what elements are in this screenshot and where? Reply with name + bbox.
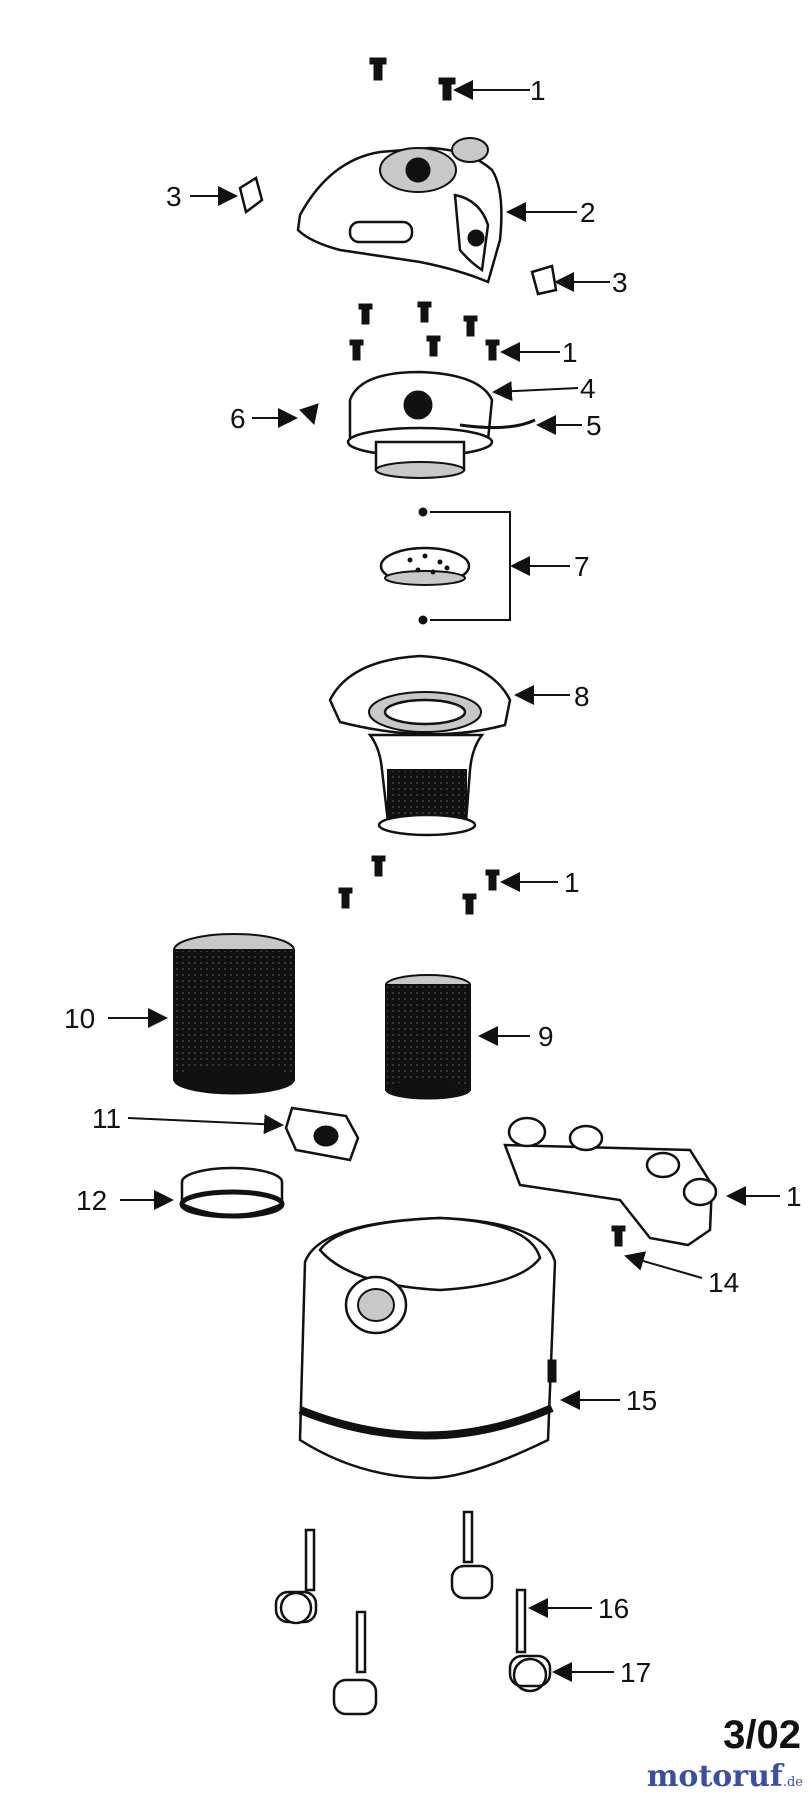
screw-part bbox=[369, 57, 456, 101]
callout-label: 2 bbox=[580, 197, 596, 228]
callout-label: 7 bbox=[574, 551, 590, 582]
callout-label: 5 bbox=[586, 410, 602, 441]
adapter-part bbox=[284, 1106, 360, 1162]
revision-label: 3/02 bbox=[723, 1713, 801, 1757]
watermark-logo: motoruf.de bbox=[647, 1759, 803, 1794]
callout-label: 14 bbox=[708, 1267, 739, 1298]
small-fitting-part bbox=[299, 403, 319, 426]
foam-sleeve-part bbox=[385, 974, 471, 1100]
screw-part bbox=[338, 855, 500, 915]
callout-labels: 1 2 3 3 1 4 5 6 7 8 1 10 9 11 12 1 14 15… bbox=[64, 75, 802, 1688]
callout-label: 12 bbox=[76, 1185, 107, 1216]
callout-label: 1 bbox=[530, 75, 546, 106]
screw-part bbox=[349, 301, 500, 361]
callout-label: 16 bbox=[598, 1593, 629, 1624]
callout-label: 9 bbox=[538, 1021, 554, 1052]
callout-label: 1 bbox=[564, 867, 580, 898]
callout-label: 3 bbox=[166, 181, 182, 212]
watermark-name: motoruf bbox=[646, 1759, 783, 1794]
callout-label: 10 bbox=[64, 1003, 95, 1034]
callout-label: 8 bbox=[574, 681, 590, 712]
callout-label: 15 bbox=[626, 1385, 657, 1416]
caster-part bbox=[274, 1510, 552, 1716]
filter-disc-part bbox=[379, 507, 511, 625]
screw-part bbox=[611, 1225, 626, 1247]
callout-label: 1 bbox=[786, 1181, 802, 1212]
callout-label: 6 bbox=[230, 403, 246, 434]
watermark-tld: .de bbox=[782, 1775, 803, 1790]
motor-cover-part bbox=[296, 137, 503, 284]
motor-unit-part bbox=[346, 370, 536, 479]
sealing-ring-part bbox=[179, 1166, 285, 1219]
cartridge-filter-part bbox=[173, 933, 295, 1095]
callout-label: 17 bbox=[620, 1657, 651, 1688]
accessory-holder-part bbox=[503, 1116, 718, 1247]
callout-label: 1 bbox=[562, 337, 578, 368]
filter-cage-part bbox=[328, 654, 512, 837]
callout-arrows bbox=[108, 80, 780, 1682]
tank-part bbox=[298, 1216, 557, 1480]
callout-label: 11 bbox=[92, 1103, 121, 1134]
callout-label: 4 bbox=[580, 373, 596, 404]
callout-label: 3 bbox=[612, 267, 628, 298]
